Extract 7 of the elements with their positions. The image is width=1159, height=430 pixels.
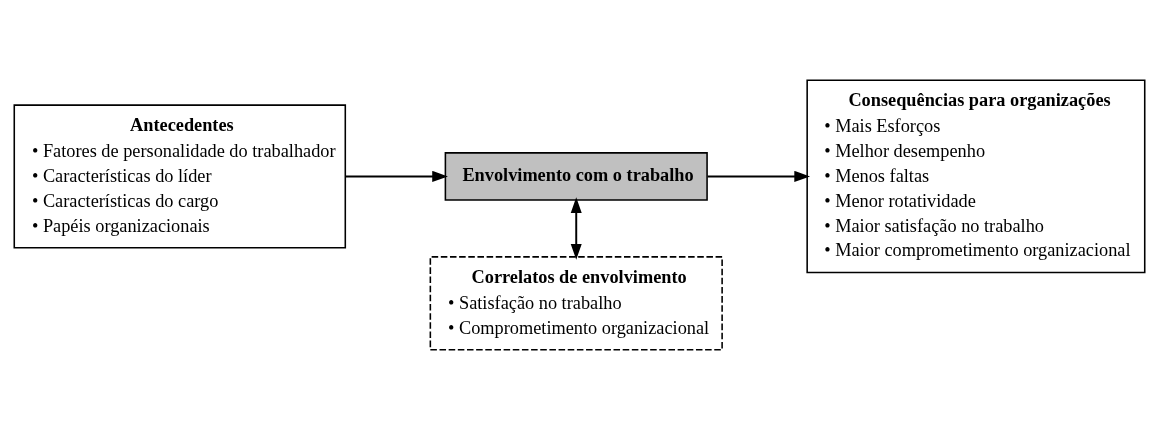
arrow: [344, 170, 448, 182]
node-box: Antecedentes • Fatores de personalidade do trabalhador • Características do líder • Características do cargo • Papéis organizacionais: [13, 104, 347, 249]
node-box: Correlatos de envolvimento • Satisfação no trabalho • Comprometimento organizacional: [429, 256, 723, 351]
arrow: [570, 197, 582, 260]
node-box: Consequências para organizações • Mais Esforços • Melhor desempenho • Menos faltas • Menor rotatividade • Maior satisfação no trabalho • Maior comprometimento organizacional: [806, 79, 1146, 274]
arrow: [706, 170, 811, 182]
node-box: Envolvimento com o trabalho: [444, 152, 708, 201]
